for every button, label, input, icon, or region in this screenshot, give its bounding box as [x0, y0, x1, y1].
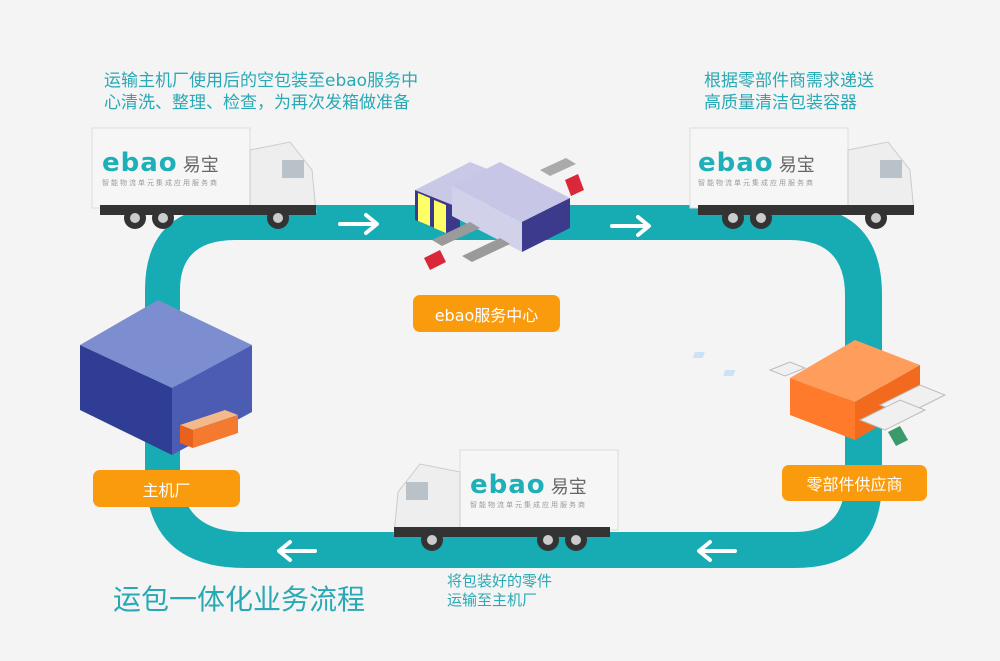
arrow-left-icon — [697, 540, 737, 562]
arrow-right-icon — [338, 213, 379, 235]
node-label-service-center: ebao服务中心 — [413, 295, 560, 332]
truck-icon — [689, 127, 915, 229]
plant-icon — [80, 300, 252, 455]
caption-return-empty: 运输主机厂使用后的空包装至ebao服务中 心清洗、整理、检查，为再次发箱做准备 — [104, 71, 419, 113]
truck-icon — [393, 449, 619, 551]
truck-logo: ebao 易宝 智能物流单元集成应用服务商 — [698, 148, 815, 187]
node-label-oem: 主机厂 — [93, 470, 240, 507]
caption-deliver-clean: 根据零部件商需求递送 高质量清洁包装容器 — [704, 71, 874, 113]
caption-deliver-parts: 将包装好的零件 运输至主机厂 — [447, 572, 553, 609]
truck-icon — [91, 127, 317, 229]
node-label-supplier: 零部件供应商 — [782, 465, 927, 501]
diagram-title: 运包一体化业务流程 — [113, 583, 366, 616]
truck-logo: ebao 易宝 智能物流单元集成应用服务商 — [470, 470, 587, 509]
loop-track — [145, 205, 882, 568]
warehouse-icon — [415, 158, 584, 270]
arrow-right-icon — [610, 215, 651, 237]
truck-logo: ebao 易宝 智能物流单元集成应用服务商 — [102, 148, 219, 187]
factory-icon — [692, 340, 947, 446]
arrow-left-icon — [277, 540, 317, 562]
